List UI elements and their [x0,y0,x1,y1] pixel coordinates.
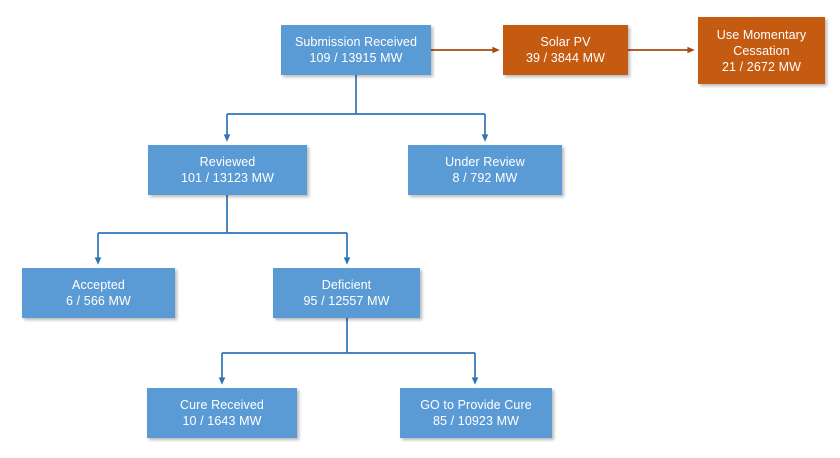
node-submission-received[interactable]: Submission Received 109 / 13915 MW [281,25,431,75]
node-cure-received[interactable]: Cure Received 10 / 1643 MW [147,388,297,438]
node-go-to-provide-cure-metric: 85 / 10923 MW [432,414,520,428]
node-cure-received-metric: 10 / 1643 MW [182,414,262,428]
node-accepted-metric: 6 / 566 MW [66,294,131,308]
node-solar-pv-label: Solar PV [540,35,591,49]
node-accepted[interactable]: Accepted 6 / 566 MW [22,268,175,318]
node-go-to-provide-cure-label: GO to Provide Cure [420,398,532,412]
node-use-momentary-cessation-label-line1: Use Momentary [716,27,807,42]
node-accepted-label: Accepted [72,278,125,292]
node-under-review-metric: 8 / 792 MW [452,171,518,185]
node-deficient[interactable]: Deficient 95 / 12557 MW [273,268,420,318]
node-under-review[interactable]: Under Review 8 / 792 MW [408,145,562,195]
node-submission-received-label: Submission Received [294,35,418,49]
node-use-momentary-cessation-label-line2: Cessation [733,43,790,58]
node-reviewed-label: Reviewed [199,155,256,169]
node-go-to-provide-cure[interactable]: GO to Provide Cure 85 / 10923 MW [400,388,552,438]
node-use-momentary-cessation[interactable]: Use Momentary Cessation 21 / 2672 MW [698,17,825,84]
node-use-momentary-cessation-metric: 21 / 2672 MW [721,59,801,74]
node-deficient-label: Deficient [321,278,372,292]
node-deficient-metric: 95 / 12557 MW [303,294,390,308]
node-reviewed-metric: 101 / 13123 MW [180,171,275,185]
node-under-review-label: Under Review [445,155,525,169]
node-solar-pv[interactable]: Solar PV 39 / 3844 MW [503,25,628,75]
node-reviewed[interactable]: Reviewed 101 / 13123 MW [148,145,307,195]
node-solar-pv-metric: 39 / 3844 MW [525,51,605,65]
node-cure-received-label: Cure Received [180,398,264,412]
node-submission-received-metric: 109 / 13915 MW [309,51,403,65]
